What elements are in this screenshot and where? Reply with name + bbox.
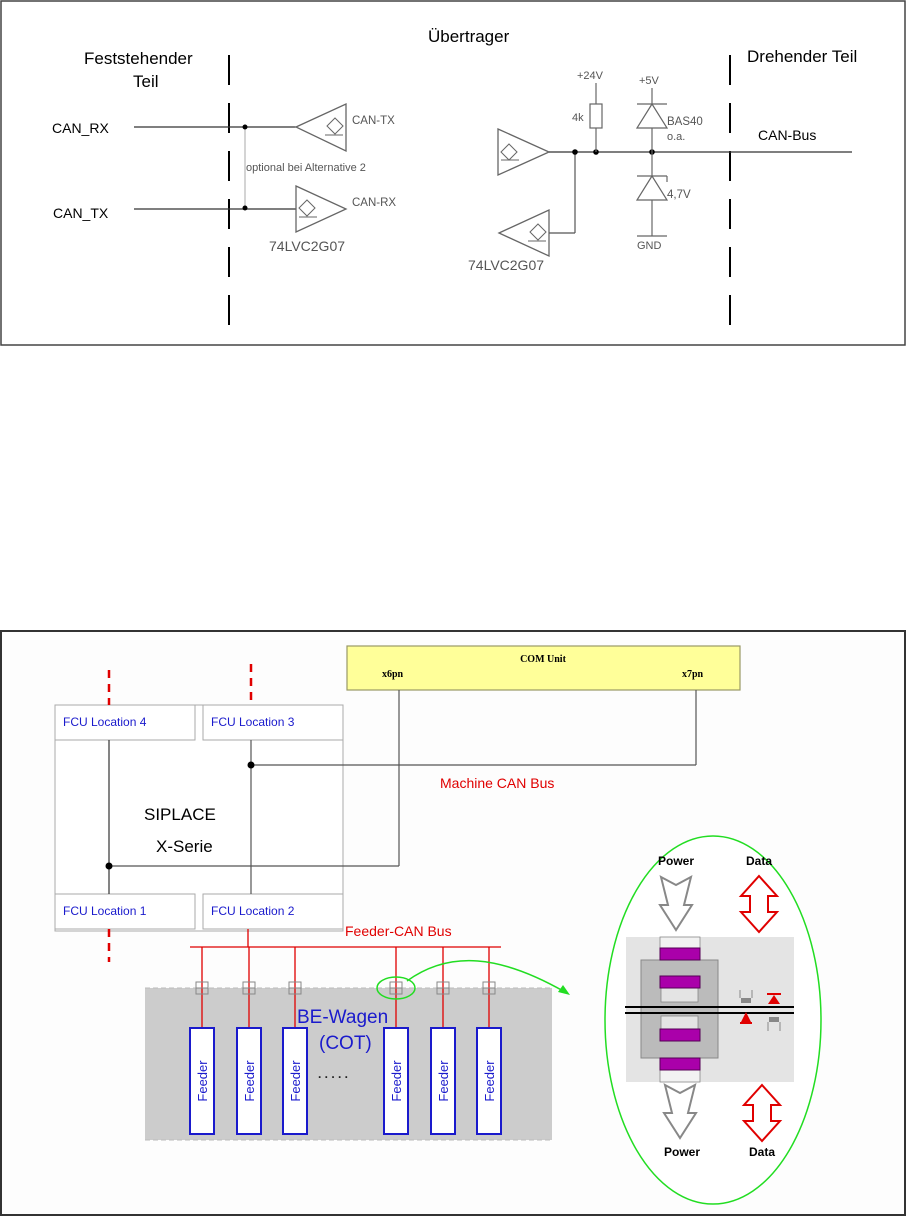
- ellipsis: . . . . .: [318, 1067, 348, 1081]
- highlight-arrowhead: [558, 985, 570, 995]
- power-label-top: Power: [658, 854, 694, 868]
- buffer-part-number-left: 74LVC2G07: [269, 238, 345, 254]
- frame-top: [0, 0, 906, 346]
- port-x7pn: x7pn: [682, 669, 704, 680]
- feeder-box: [430, 1027, 456, 1135]
- junction-dot: [247, 761, 255, 769]
- transformer-title: Übertrager: [428, 27, 510, 46]
- resistor-value: 4k: [572, 112, 584, 124]
- fcu-location-4-label: FCU Location 4: [63, 715, 147, 729]
- data-label-top: Data: [746, 854, 772, 868]
- cart-label-sub: (COT): [319, 1033, 372, 1054]
- machine-can-bus-label: Machine CAN Bus: [440, 775, 554, 791]
- power-arrow-bottom-icon: [662, 1083, 698, 1140]
- machine-title: SIPLACE: [144, 805, 216, 824]
- stationary-part-label: Feststehender: [84, 49, 193, 68]
- sensor-leads: [739, 990, 753, 998]
- buffer-part-number-right: 74LVC2G07: [468, 257, 544, 273]
- siplace-can-topology: COM Unit x6pn x7pn FCU Location 4 FCU Lo…: [0, 630, 906, 1216]
- optional-note: optional bei Alternative 2: [246, 162, 366, 174]
- can-transformer-schematic: Übertrager Feststehender Teil Drehender …: [0, 0, 906, 346]
- junction-dot: [242, 205, 248, 211]
- can-bus-label: CAN-Bus: [758, 127, 816, 143]
- resistor-4k: [589, 103, 603, 129]
- fcu-location-1-label: FCU Location 1: [63, 904, 147, 918]
- machine-series: X-Serie: [156, 837, 213, 856]
- zener-value: 4,7V: [667, 189, 691, 201]
- coil-winding: [659, 947, 701, 961]
- coil-winding: [659, 1057, 701, 1071]
- can-tx-buffer-label: CAN-TX: [352, 115, 395, 127]
- diode-note: o.a.: [667, 131, 685, 143]
- fcu-location-2-box: [202, 893, 344, 930]
- siplace-machine-box: [54, 704, 344, 932]
- supply-24v-label: +24V: [577, 70, 604, 82]
- coil-winding: [659, 1028, 701, 1042]
- shaft-top: [659, 936, 701, 950]
- sensor-element: [741, 998, 751, 1003]
- fcu-location-3-box: [202, 704, 344, 741]
- junction-dot: [105, 862, 113, 870]
- emitter-led: [741, 1012, 751, 1022]
- feeder-group: Feeder Feeder Feeder Feeder Feeder Feeder: [189, 947, 502, 1135]
- transformer-illustration: [625, 936, 794, 1083]
- feeder-label: Feeder: [436, 1060, 451, 1102]
- junction-dot: [242, 124, 248, 130]
- ground-label: GND: [637, 240, 662, 252]
- feeder-box: [383, 1027, 409, 1135]
- buffer-right-out: [497, 127, 551, 177]
- cart-label: BE-Wagen: [297, 1007, 388, 1028]
- diode-label: BAS40: [667, 116, 703, 128]
- sensor-element: [769, 1017, 779, 1022]
- feeder-can-bus-label: Feeder-CAN Bus: [345, 923, 452, 939]
- power-label-bottom: Power: [664, 1145, 700, 1159]
- feeder-label: Feeder: [242, 1060, 257, 1102]
- stationary-part-label-2: Teil: [133, 72, 159, 91]
- feeder-box: [282, 1027, 308, 1135]
- can-rx-label: CAN_RX: [52, 120, 109, 136]
- fcu-location-1-box: [54, 893, 196, 930]
- data-arrow-bottom-icon: [741, 1083, 783, 1143]
- fcu-location-4-box: [54, 704, 196, 741]
- can-rx-buffer-label: CAN-RX: [352, 197, 396, 209]
- can-tx-label: CAN_TX: [53, 205, 109, 221]
- feeder-label: Feeder: [195, 1060, 210, 1102]
- data-label-bottom: Data: [749, 1145, 775, 1159]
- junction-dot: [572, 149, 578, 155]
- data-arrow-top-icon: [738, 874, 780, 934]
- feeder-label: Feeder: [288, 1060, 303, 1102]
- highlight-circle: [376, 976, 416, 1000]
- rotating-part-label: Drehender Teil: [747, 47, 857, 66]
- feeder-box: [189, 1027, 215, 1135]
- sensor-leads: [767, 1022, 781, 1031]
- buffer-can-rx: [295, 184, 348, 234]
- shaft-bottom: [659, 1069, 701, 1083]
- supply-5v-label: +5V: [639, 75, 660, 87]
- buffer-can-tx: [294, 102, 347, 153]
- emitter-led: [768, 995, 780, 1004]
- highlight-arrow: [406, 959, 566, 993]
- feeder-box: [476, 1027, 502, 1135]
- core-gap: [660, 986, 699, 1003]
- fcu-location-2-label: FCU Location 2: [211, 904, 295, 918]
- fcu-location-3-label: FCU Location 3: [211, 715, 295, 729]
- feeder-box: [236, 1027, 262, 1135]
- com-unit-box: [346, 645, 741, 691]
- port-x6pn: x6pn: [382, 669, 404, 680]
- coil-winding: [659, 975, 701, 989]
- transformer-core: [640, 959, 719, 1059]
- power-arrow-top-icon: [658, 875, 694, 932]
- buffer-right-in: [497, 208, 550, 258]
- com-unit-title: COM Unit: [520, 654, 567, 665]
- feeder-label: Feeder: [482, 1060, 497, 1102]
- feeder-label: Feeder: [389, 1060, 404, 1102]
